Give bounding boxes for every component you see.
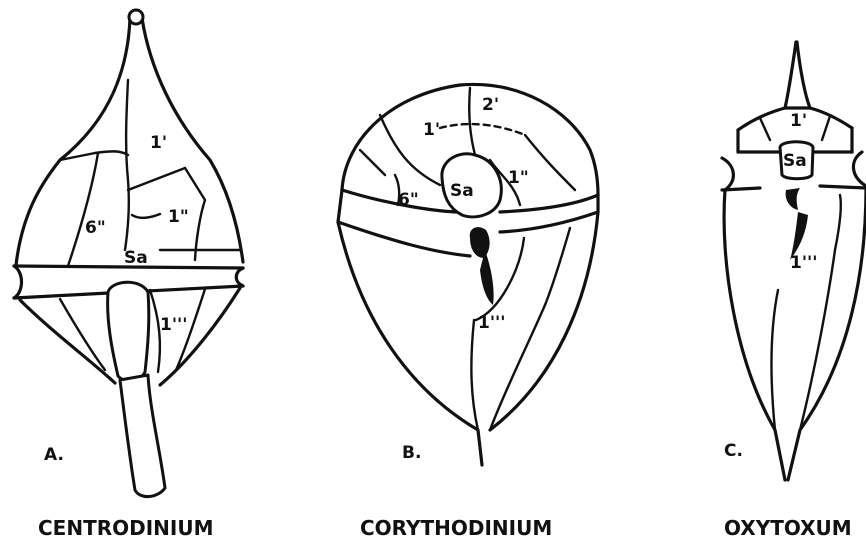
panel-letter: B. (402, 443, 421, 463)
plate-label-1-prime: 1' (150, 133, 167, 153)
plate-label-1-prime: 1' (423, 120, 440, 140)
plate-label-2-prime: 2' (482, 95, 499, 115)
plate-label-1-triple-prime: 1''' (160, 315, 187, 335)
panel-b-corythodinium: 1' 2' 6" 1" Sa 1''' B. (338, 84, 598, 465)
plate-label-6-double-prime: 6" (398, 190, 419, 210)
plate-label-1-triple-prime: 1''' (790, 253, 817, 273)
plate-label-1-prime: 1' (790, 111, 807, 131)
plate-label-sa: Sa (124, 248, 148, 268)
plate-label-1-double-prime: 1" (508, 168, 529, 188)
plate-label-1-double-prime: 1" (168, 207, 189, 227)
panel-letter: C. (724, 441, 743, 461)
plate-label-6-double-prime: 6" (85, 218, 106, 238)
plate-label-sa: Sa (450, 181, 474, 201)
panel-c-oxytoxum: 1' Sa 1''' C. (722, 42, 866, 480)
panel-letter: A. (44, 445, 64, 465)
caption-oxytoxum: OXYTOXUM (724, 516, 852, 540)
plate-label-1-triple-prime: 1''' (478, 313, 505, 333)
caption-centrodinium: CENTRODINIUM (38, 516, 214, 540)
plate-label-sa: Sa (783, 151, 807, 171)
caption-corythodinium: CORYTHODINIUM (360, 516, 552, 540)
panel-a-centrodinium: 1' 6" 1" Sa 1''' A. (14, 10, 243, 497)
